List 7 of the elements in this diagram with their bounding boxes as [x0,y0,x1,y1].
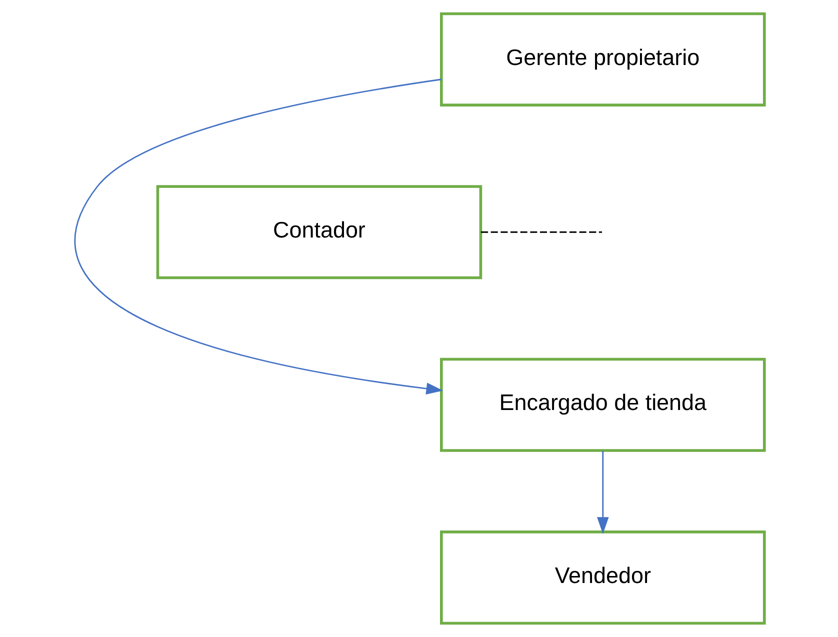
node-box: Contador [156,185,482,280]
arrow [74,78,443,394]
node-box: Encargado de tienda [440,358,766,452]
node-box: Gerente propietario [440,12,766,106]
connector [480,231,602,233]
arrow [596,450,608,534]
node-box: Vendedor [440,530,766,625]
